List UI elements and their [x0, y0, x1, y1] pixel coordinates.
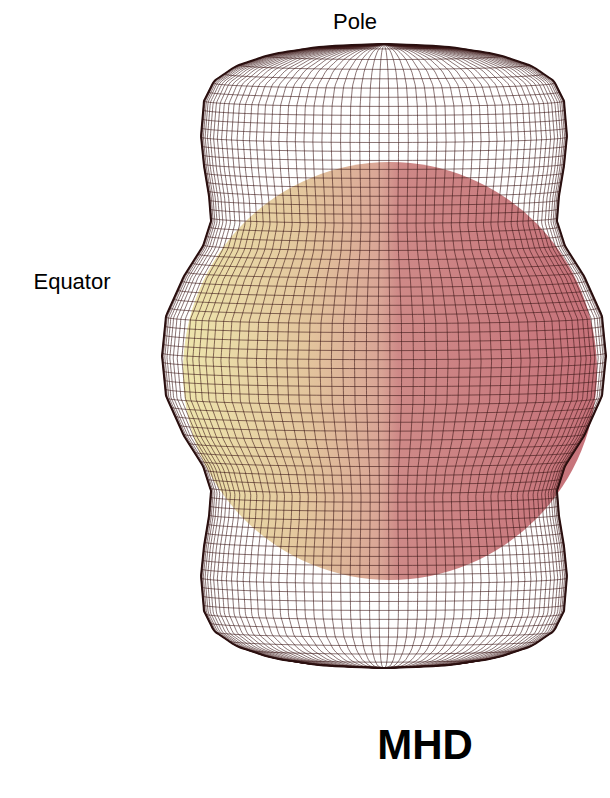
parallel-line: [202, 569, 567, 574]
parallel-line: [178, 290, 591, 296]
parallel-line: [206, 236, 562, 241]
parallel-line: [206, 533, 562, 538]
parallel-line: [183, 434, 585, 440]
parallel-line: [203, 605, 564, 610]
parallel-line: [201, 137, 567, 142]
parallel-line: [203, 155, 565, 160]
parallel-line: [171, 407, 597, 413]
parallel-line: [279, 659, 490, 662]
surface-outline: [162, 44, 606, 668]
parallel-line: [194, 452, 574, 458]
parallel-line: [170, 308, 599, 314]
parallel-line: [207, 182, 562, 187]
parallel-line: [209, 227, 559, 232]
parallel-line: [163, 362, 606, 369]
parallel-line: [200, 461, 568, 467]
parallel-line: [204, 101, 564, 106]
parallel-line: [175, 416, 593, 422]
panel-title: MHD: [377, 724, 473, 766]
parallel-line: [166, 317, 602, 324]
parallel-line: [203, 560, 566, 565]
parallel-line: [182, 281, 587, 287]
axis-label: Pole: [333, 11, 377, 33]
parallel-line: [319, 47, 449, 49]
parallel-line: [205, 542, 564, 547]
parallel-line: [203, 110, 565, 115]
parallel-line: [209, 515, 559, 520]
parallel-line: [198, 254, 570, 260]
parallel-line: [202, 119, 565, 124]
parallel-line: [239, 65, 529, 69]
parallel-line: [208, 191, 560, 196]
parallel-line: [204, 470, 563, 475]
parallel-line: [209, 92, 560, 97]
parallel-line: [213, 83, 555, 88]
parallel-line: [210, 488, 558, 493]
parallel-line: [266, 56, 502, 60]
parallel-line: [204, 551, 565, 556]
parallel-line: [206, 614, 563, 619]
parallel-line: [203, 245, 564, 250]
parallel-line: [164, 335, 604, 342]
parallel-line: [210, 623, 558, 628]
parallel-line: [165, 326, 603, 333]
parallel-line: [204, 164, 564, 169]
parallel-line: [211, 218, 557, 223]
parallel-line: [210, 209, 558, 214]
parallel-line: [208, 524, 561, 529]
parallel-lines: [162, 47, 605, 662]
parallel-line: [165, 389, 602, 396]
parallel-line: [164, 371, 605, 378]
parallel-line: [202, 587, 566, 592]
axis-label: Equator: [33, 271, 110, 293]
parallel-line: [215, 632, 552, 637]
parallel-line: [207, 479, 561, 484]
parallel-line: [205, 173, 563, 178]
parallel-line: [164, 380, 603, 387]
parallel-line: [248, 650, 520, 654]
parallel-line: [162, 353, 605, 360]
meridian-lines: [162, 44, 606, 668]
parallel-line: [209, 200, 558, 205]
parallel-line: [188, 443, 579, 449]
parallel-line: [167, 398, 601, 405]
parallel-line: [210, 506, 558, 511]
parallel-line: [192, 263, 576, 269]
parallel-line: [202, 128, 567, 133]
parallel-line: [163, 344, 605, 351]
parallel-line: [211, 497, 558, 502]
parallel-line: [179, 425, 589, 431]
parallel-line: [203, 596, 566, 601]
parallel-line: [201, 578, 567, 583]
parallel-line: [229, 641, 540, 646]
parallel-line: [202, 146, 566, 151]
parallel-line: [187, 272, 582, 278]
parallel-line: [224, 74, 543, 79]
parallel-line: [174, 299, 595, 305]
